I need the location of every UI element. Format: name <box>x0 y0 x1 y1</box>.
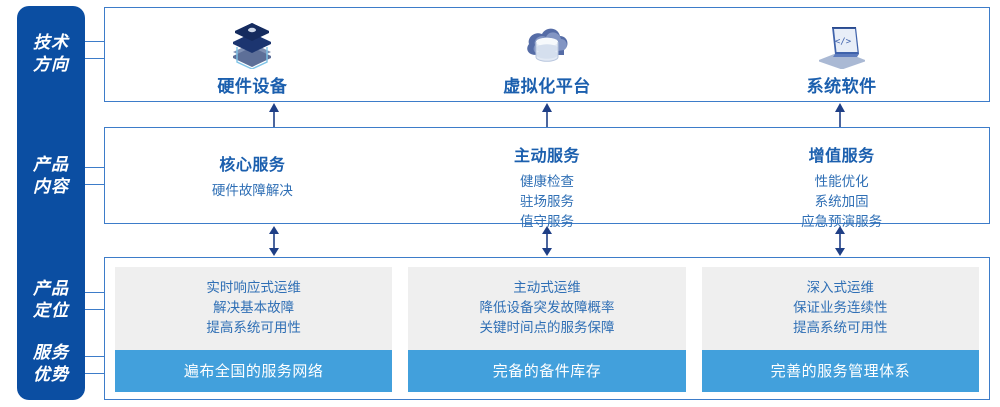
svg-text:</>: </> <box>835 37 852 47</box>
position-line: 提高系统可用性 <box>793 320 888 335</box>
position-line: 解决基本故障 <box>213 300 295 315</box>
tech-label: 虚拟化平台 <box>503 76 591 96</box>
product-item: 值守服务 <box>520 214 574 229</box>
sidebar-item-service-advantage[interactable]: 服务 优势 <box>17 342 85 386</box>
position-line: 保证业务连续性 <box>793 300 888 315</box>
product-item: 性能优化 <box>814 174 869 189</box>
tech-column-hardware[interactable]: 硬件设备 <box>105 8 400 101</box>
arrow-double-vertical-icon <box>835 226 845 256</box>
arrow-up-icon <box>269 103 279 127</box>
sidebar: 技术 方向 产品 内容 产品 定位 服务 优势 <box>17 6 85 400</box>
connector-line <box>85 356 110 357</box>
tech-column-virtualization[interactable]: 虚拟化平台 <box>400 8 695 101</box>
connector-line <box>85 41 110 42</box>
position-line: 提高系统可用性 <box>206 320 301 335</box>
sidebar-item-product-content[interactable]: 产品 内容 <box>17 154 85 198</box>
product-content-section: 核心服务 硬件故障解决 主动服务 健康检查 驻场服务 值守服务 增值服务 性能优… <box>104 127 990 229</box>
product-item: 驻场服务 <box>520 194 574 209</box>
connector-line <box>85 373 110 374</box>
position-card[interactable]: 深入式运维 保证业务连续性 提高系统可用性 <box>701 267 979 350</box>
product-column-proactive[interactable]: 主动服务 健康检查 驻场服务 值守服务 <box>400 128 695 229</box>
product-item: 硬件故障解决 <box>211 182 293 198</box>
advantage-bar[interactable]: 遍布全国的服务网络 <box>115 350 393 392</box>
position-line: 深入式运维 <box>806 280 875 295</box>
product-title: 主动服务 <box>514 148 581 165</box>
position-line: 降低设备突发故障概率 <box>479 300 615 315</box>
position-line: 实时响应式运维 <box>206 280 301 295</box>
cloud-database-icon <box>527 28 568 62</box>
arrow-up-icon <box>542 103 552 127</box>
product-column-valueadd[interactable]: 增值服务 性能优化 系统加固 应急预演服务 <box>694 128 989 229</box>
laptop-code-icon: </> <box>818 26 865 69</box>
sidebar-label-line2: 优势 <box>33 365 69 384</box>
sidebar-label-line1: 产品 <box>33 155 69 174</box>
server-stack-icon <box>233 22 272 69</box>
connector-line <box>85 184 110 185</box>
product-column-core[interactable]: 核心服务 硬件故障解决 <box>105 128 400 223</box>
position-line: 关键时间点的服务保障 <box>479 320 615 335</box>
sidebar-label-line1: 技术 <box>33 33 69 52</box>
tech-column-software[interactable]: </> 系统软件 <box>694 8 989 101</box>
product-title: 增值服务 <box>808 148 875 165</box>
connector-line <box>85 292 110 293</box>
sidebar-label-line1: 产品 <box>33 279 69 298</box>
position-line: 主动式运维 <box>513 280 581 295</box>
position-card-row: 实时响应式运维 解决基本故障 提高系统可用性 主动式运维 降低设备突发故障概率 … <box>115 267 979 350</box>
sidebar-label-line1: 服务 <box>33 343 69 362</box>
connector-line <box>85 309 110 310</box>
connector-line <box>85 58 110 59</box>
arrow-up-icon <box>835 103 845 127</box>
sidebar-label-line2: 方向 <box>33 55 69 74</box>
tech-direction-section: 硬件设备 <box>104 7 990 102</box>
sidebar-item-product-position[interactable]: 产品 定位 <box>17 278 85 322</box>
tech-label: 硬件设备 <box>217 76 288 96</box>
sidebar-label-line2: 内容 <box>33 177 69 196</box>
position-card[interactable]: 实时响应式运维 解决基本故障 提高系统可用性 <box>115 267 393 350</box>
product-item: 健康检查 <box>520 174 574 189</box>
position-advantage-section: 实时响应式运维 解决基本故障 提高系统可用性 主动式运维 降低设备突发故障概率 … <box>104 257 990 400</box>
position-card[interactable]: 主动式运维 降低设备突发故障概率 关键时间点的服务保障 <box>408 267 686 350</box>
sidebar-label-line2: 定位 <box>33 301 69 320</box>
sidebar-item-tech-direction[interactable]: 技术 方向 <box>17 32 85 76</box>
advantage-bar[interactable]: 完备的备件库存 <box>408 350 686 392</box>
arrow-double-vertical-icon <box>269 226 279 256</box>
arrow-double-vertical-icon <box>542 226 552 256</box>
product-title: 核心服务 <box>219 156 286 174</box>
connector-line <box>85 167 110 168</box>
product-item: 应急预演服务 <box>801 214 883 229</box>
advantage-bar[interactable]: 完善的服务管理体系 <box>701 350 979 392</box>
product-item: 系统加固 <box>814 194 869 209</box>
advantage-bar-row: 遍布全国的服务网络 完备的备件库存 完善的服务管理体系 <box>115 350 979 392</box>
tech-label: 系统软件 <box>806 76 877 96</box>
